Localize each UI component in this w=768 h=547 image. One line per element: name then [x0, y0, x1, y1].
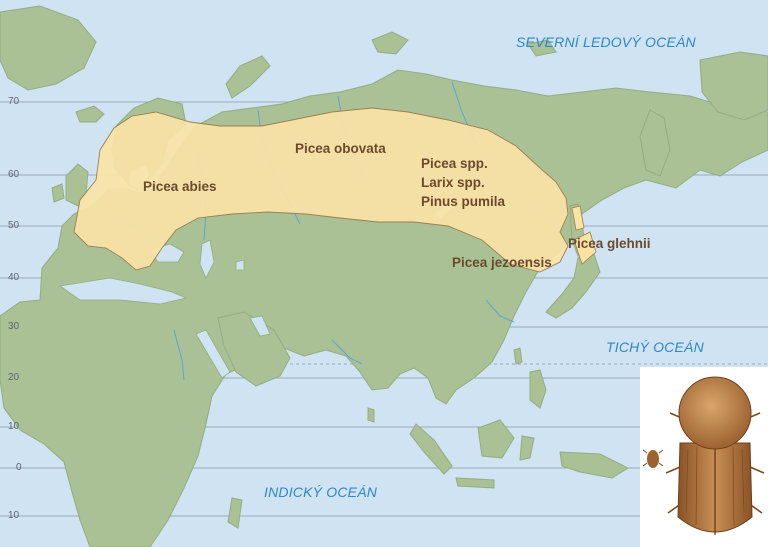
caspian-sea	[199, 239, 215, 279]
mediterranean-sea	[58, 277, 188, 305]
new-guinea	[559, 451, 630, 479]
lat-label-30: 30	[8, 321, 20, 332]
species-label-picea-abies: Picea abies	[143, 179, 217, 194]
species-label-picea-spp: Picea spp.	[421, 156, 488, 171]
kamchatka	[639, 109, 671, 177]
bark-beetle-icon	[642, 376, 765, 535]
lat-label-20: 20	[8, 372, 20, 383]
lat-label-10: 10	[8, 421, 20, 432]
species-label-pinus-pumila: Pinus pumila	[421, 194, 506, 209]
beetle-illustration-panel	[640, 367, 768, 547]
species-range-hokkaido	[573, 231, 597, 265]
aral-sea	[235, 259, 245, 271]
severnaya-zemlya	[371, 31, 409, 55]
sulawesi	[519, 435, 535, 461]
taiwan	[513, 347, 523, 365]
madagascar	[227, 497, 243, 529]
japan	[545, 253, 601, 319]
ireland	[51, 183, 65, 203]
small-beetle-icon	[642, 449, 664, 468]
lat-label-0: 0	[16, 462, 22, 473]
ocean-label-arctic: SEVERNÍ LEDOVÝ OCEÁN	[516, 34, 696, 50]
lat-label-60: 60	[8, 169, 20, 180]
ocean-label-indian: INDICKÝ OCEÁN	[264, 484, 378, 500]
lat-label-minus10: 10	[8, 510, 20, 521]
alaska	[699, 51, 768, 121]
species-range-area	[73, 107, 569, 273]
river-ganges	[331, 339, 363, 365]
persian-gulf	[249, 315, 271, 337]
inland-seas	[58, 163, 457, 379]
river-nile	[173, 329, 185, 381]
species-label-picea-jezoensis: Picea jezoensis	[452, 255, 552, 270]
species-label-picea-obovata: Picea obovata	[295, 141, 386, 156]
river-yangtze	[485, 299, 515, 323]
philippines	[529, 369, 547, 409]
species-range-sakhalin	[571, 205, 585, 231]
greenland	[0, 5, 97, 91]
species-label-larix-spp: Larix spp.	[421, 175, 485, 190]
iceland	[75, 105, 105, 123]
sumatra	[409, 423, 453, 475]
red-sea	[195, 329, 231, 379]
sri-lanka	[367, 407, 375, 423]
species-label-picea-glehnii: Picea glehnii	[568, 236, 651, 251]
lat-label-40: 40	[8, 272, 20, 283]
lat-label-70: 70	[8, 96, 20, 107]
java	[455, 477, 495, 489]
lat-label-50: 50	[8, 220, 20, 231]
ocean-label-pacific: TICHÝ OCEÁN	[606, 339, 704, 355]
novaya-zemlya	[225, 55, 271, 99]
new-siberian-islands	[527, 39, 557, 57]
borneo	[477, 419, 515, 459]
